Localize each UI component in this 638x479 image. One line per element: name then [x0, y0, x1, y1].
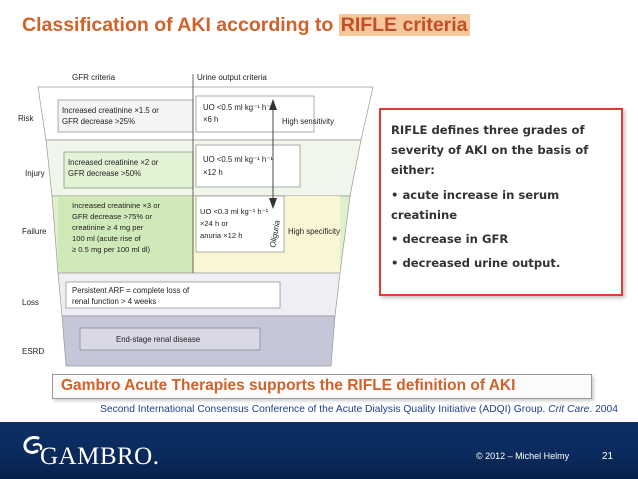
injury-uo-line-2: ×12 h [203, 168, 223, 177]
esrd-text: End-stage renal disease [116, 335, 200, 344]
risk-uo-line-1: UO <0.5 ml kg⁻¹ h⁻¹ [203, 103, 273, 112]
injury-gfr-line-1: Increased creatinine ×2 or [68, 158, 159, 167]
risk-uo-line-2: ×6 h [203, 115, 218, 124]
failure-gfr-line-4: 100 ml (acute rise of [72, 234, 142, 243]
urine-criteria-header: Urine output criteria [197, 73, 267, 82]
arrow-down-icon [269, 198, 277, 209]
risk-gfr-line-2: GFR decrease >25% [62, 117, 135, 126]
failure-gfr-line-1: Increased creatinine ×3 or [72, 201, 160, 210]
stage-label-injury: Injury [25, 169, 45, 178]
arrow-up-icon [269, 99, 277, 110]
risk-gfr-line-1: Increased creatinine ×1.5 or [62, 106, 159, 115]
failure-gfr-shade [58, 196, 193, 273]
reference-journal: Crit Care [548, 404, 590, 415]
failure-uo-line-1: UO <0.3 ml kg⁻¹ h⁻¹ [200, 207, 269, 216]
failure-gfr-line-3: creatinine ≥ 4 mg per [72, 223, 144, 232]
note-bullet-urine: • decreased urine output. [391, 256, 561, 270]
reference-citation: Second International Consensus Conferenc… [100, 404, 618, 415]
stage-label-loss: Loss [22, 298, 39, 307]
stage-label-failure: Failure [22, 227, 47, 236]
injury-gfr-line-2: GFR decrease >50% [68, 169, 141, 178]
loss-box [65, 281, 281, 309]
slide-title: Classification of AKI according to RIFLE… [22, 14, 470, 37]
loss-line-1: Persistent ARF = complete loss of [72, 286, 190, 295]
footer-bar [0, 422, 638, 479]
failure-uo-box [195, 195, 285, 253]
note-intro: RIFLE defines three grades of severity o… [391, 123, 589, 177]
gambro-banner: Gambro Acute Therapies supports the RIFL… [52, 374, 592, 399]
gambro-logo-icon [23, 436, 43, 454]
injury-uo-box [195, 144, 301, 188]
esrd-box [79, 327, 261, 351]
failure-gfr-line-5: ≥ 0.5 mg per 100 ml dl) [72, 245, 150, 254]
injury-uo-line-1: UO <0.5 ml kg⁻¹ h⁻¹ [203, 155, 273, 164]
failure-gfr-line-2: GFR decrease >75% or [72, 212, 152, 221]
title-prefix: Classification of AKI according to [22, 14, 339, 36]
stage-label-risk: Risk [18, 114, 35, 123]
reference-year: . 2004 [589, 404, 618, 415]
risk-uo-box [195, 95, 315, 133]
page-number: 21 [602, 451, 614, 462]
reference-main: Second International Consensus Conferenc… [100, 404, 549, 415]
rifle-note-box: RIFLE defines three grades of severity o… [379, 108, 623, 296]
gambro-logo-text: GAMBRO. [40, 443, 160, 470]
high-sensitivity-label: High sensitivity [282, 117, 334, 126]
copyright-text: © 2012 – Michel Helmy [476, 451, 570, 461]
note-bullet-gfr: • decrease in GFR [391, 232, 509, 246]
high-specificity-label: High specificity [288, 227, 340, 236]
injury-gfr-box [63, 151, 194, 189]
failure-uo-line-3: anuria ×12 h [200, 231, 242, 240]
note-bullet-creatinine: • acute increase in serum creatinine [391, 188, 560, 222]
title-highlight: RIFLE criteria [338, 14, 470, 36]
loss-line-2: renal function > 4 weeks [72, 297, 156, 306]
stage-label-esrd: ESRD [22, 347, 44, 356]
failure-uo-line-2: ×24 h or [200, 219, 229, 228]
gfr-criteria-header: GFR criteria [72, 73, 116, 82]
risk-gfr-box [57, 99, 194, 133]
